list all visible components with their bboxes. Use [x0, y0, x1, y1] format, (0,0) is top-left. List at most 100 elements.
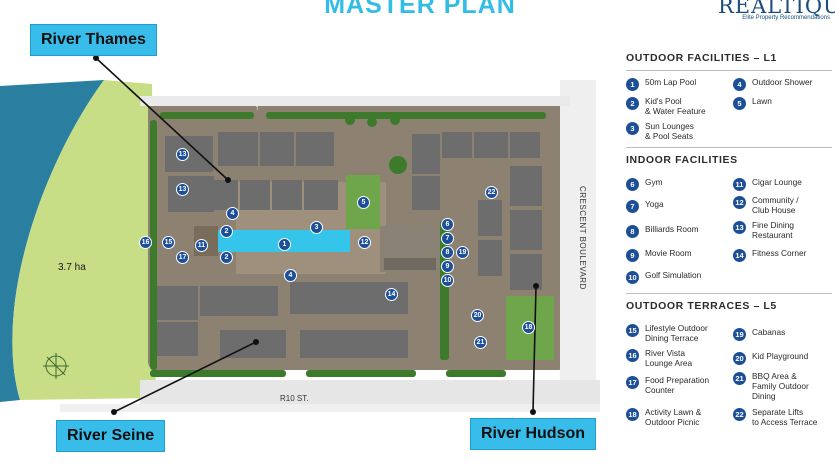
outdoor-facilities-heading: OUTDOOR FACILITIES – L1 — [626, 52, 777, 64]
map-marker: 14 — [385, 288, 398, 301]
outdoor-facilities-list: 1 50m Lap Pool 4 Outdoor Shower 2 Kid's … — [626, 77, 834, 145]
legend-label: Outdoor Shower — [752, 77, 813, 87]
legend-number: 10 — [626, 271, 639, 284]
map-marker: 12 — [358, 236, 371, 249]
legend-number: 15 — [626, 324, 639, 337]
legend-label: 50m Lap Pool — [645, 77, 697, 87]
legend-number: 9 — [626, 249, 639, 262]
legend-item: 18 Activity Lawn & Outdoor Picnic — [626, 407, 730, 427]
facilities-legend: OUTDOOR FACILITIES – L1 1 50m Lap Pool 4… — [626, 52, 834, 443]
road-south — [140, 380, 600, 408]
divider — [626, 70, 832, 71]
legend-label: Gym — [645, 177, 663, 187]
legend-label: Food Preparation Counter — [645, 375, 710, 395]
legend-label: Separate Lifts to Access Terrace — [752, 407, 818, 427]
tree-lines — [150, 112, 546, 377]
legend-item: 14 Fitness Corner — [733, 248, 835, 262]
legend-number: 13 — [733, 221, 746, 234]
map-marker: 9 — [441, 260, 454, 273]
legend-label: Kid Playground — [752, 351, 809, 361]
legend-number: 3 — [626, 122, 639, 135]
map-marker: 4 — [226, 207, 239, 220]
legend-item: 7 Yoga — [626, 199, 730, 213]
indoor-facilities-heading: INDOOR FACILITIES — [626, 154, 738, 166]
map-marker: 4 — [284, 269, 297, 282]
map-marker: 2 — [220, 225, 233, 238]
map-marker: 19 — [456, 246, 469, 259]
callout-river-seine: River Seine — [56, 420, 166, 452]
legend-number: 5 — [733, 97, 746, 110]
legend-number: 1 — [626, 78, 639, 91]
legend-label: Golf Simulation — [645, 270, 702, 280]
legend-number: 8 — [626, 225, 639, 238]
legend-item: 8 Billiards Room — [626, 224, 730, 238]
legend-number: 16 — [626, 349, 639, 362]
street-label-east: CRESCENT BOULEVARD — [578, 186, 587, 290]
page-title: MASTER PLAN — [324, 0, 516, 19]
map-marker: 3 — [310, 221, 323, 234]
legend-number: 21 — [733, 372, 746, 385]
map-marker: 10 — [441, 274, 454, 287]
legend-item: 13 Fine Dining Restaurant — [733, 220, 835, 240]
legend-number: 2 — [626, 97, 639, 110]
legend-number: 19 — [733, 328, 746, 341]
legend-label: Billiards Room — [645, 224, 699, 234]
legend-number: 12 — [733, 196, 746, 209]
legend-label: Fine Dining Restaurant — [752, 220, 794, 240]
map-marker: 16 — [139, 236, 152, 249]
legend-item: 3 Sun Lounges & Pool Seats — [626, 121, 730, 141]
area-label: 3.7 ha — [58, 262, 86, 273]
map-marker: 15 — [162, 236, 175, 249]
divider — [626, 147, 832, 148]
legend-number: 22 — [733, 408, 746, 421]
legend-label: Lawn — [752, 96, 772, 106]
map-marker: 17 — [176, 251, 189, 264]
legend-label: Fitness Corner — [752, 248, 807, 258]
compass-icon — [43, 353, 69, 379]
map-marker: 22 — [485, 186, 498, 199]
callout-river-hudson: River Hudson — [470, 418, 597, 450]
legend-item: 6 Gym — [626, 177, 730, 191]
map-marker: 7 — [441, 232, 454, 245]
svg-text:↑↑: ↑↑ — [436, 372, 444, 381]
street-label-south: R10 ST. — [280, 394, 309, 403]
outdoor-terraces-heading: OUTDOOR TERRACES – L5 — [626, 300, 777, 312]
legend-label: Community / Club House — [752, 195, 799, 215]
svg-text:↓: ↓ — [424, 372, 428, 381]
block-seine — [152, 282, 408, 358]
map-marker: 13 — [176, 148, 189, 161]
legend-label: Movie Room — [645, 248, 692, 258]
riverside-park — [12, 80, 156, 400]
legend-label: Yoga — [645, 199, 664, 209]
legend-number: 18 — [626, 408, 639, 421]
legend-label: Kid's Pool & Water Feature — [645, 96, 706, 116]
map-marker: 20 — [471, 309, 484, 322]
map-marker: 5 — [357, 196, 370, 209]
svg-text:↑↑: ↑↑ — [292, 372, 300, 381]
map-marker: 8 — [441, 246, 454, 259]
map-marker: 1 — [278, 238, 291, 251]
legend-item: 16 River Vista Lounge Area — [626, 348, 730, 368]
map-marker: 18 — [522, 321, 535, 334]
leader-lines — [95, 57, 537, 413]
map-marker: 6 — [441, 218, 454, 231]
legend-item: 11 Cigar Lounge — [733, 177, 835, 191]
outdoor-terraces-list: 15 Lifestyle Outdoor Dining Terrace 19 C… — [626, 323, 834, 443]
legend-item: 12 Community / Club House — [733, 195, 835, 215]
map-marker: 11 — [195, 239, 208, 252]
map-marker: 13 — [176, 183, 189, 196]
legend-item: 9 Movie Room — [626, 248, 730, 262]
legend-item: 5 Lawn — [733, 96, 835, 110]
legend-label: BBQ Area & Family Outdoor Dining — [752, 371, 809, 401]
brand-tagline: Elite Property Recommendations — [742, 15, 830, 21]
legend-label: River Vista Lounge Area — [645, 348, 693, 368]
site-plan-map: ↑ ↑↑ ↓ ↑↑ — [0, 55, 600, 415]
legend-item: 1 50m Lap Pool — [626, 77, 730, 91]
road-east — [560, 80, 596, 408]
legend-item: 10 Golf Simulation — [626, 270, 730, 284]
map-marker: 2 — [220, 251, 233, 264]
legend-number: 6 — [626, 178, 639, 191]
entrance-arrows: ↑ ↑↑ ↓ ↑↑ — [255, 103, 444, 381]
